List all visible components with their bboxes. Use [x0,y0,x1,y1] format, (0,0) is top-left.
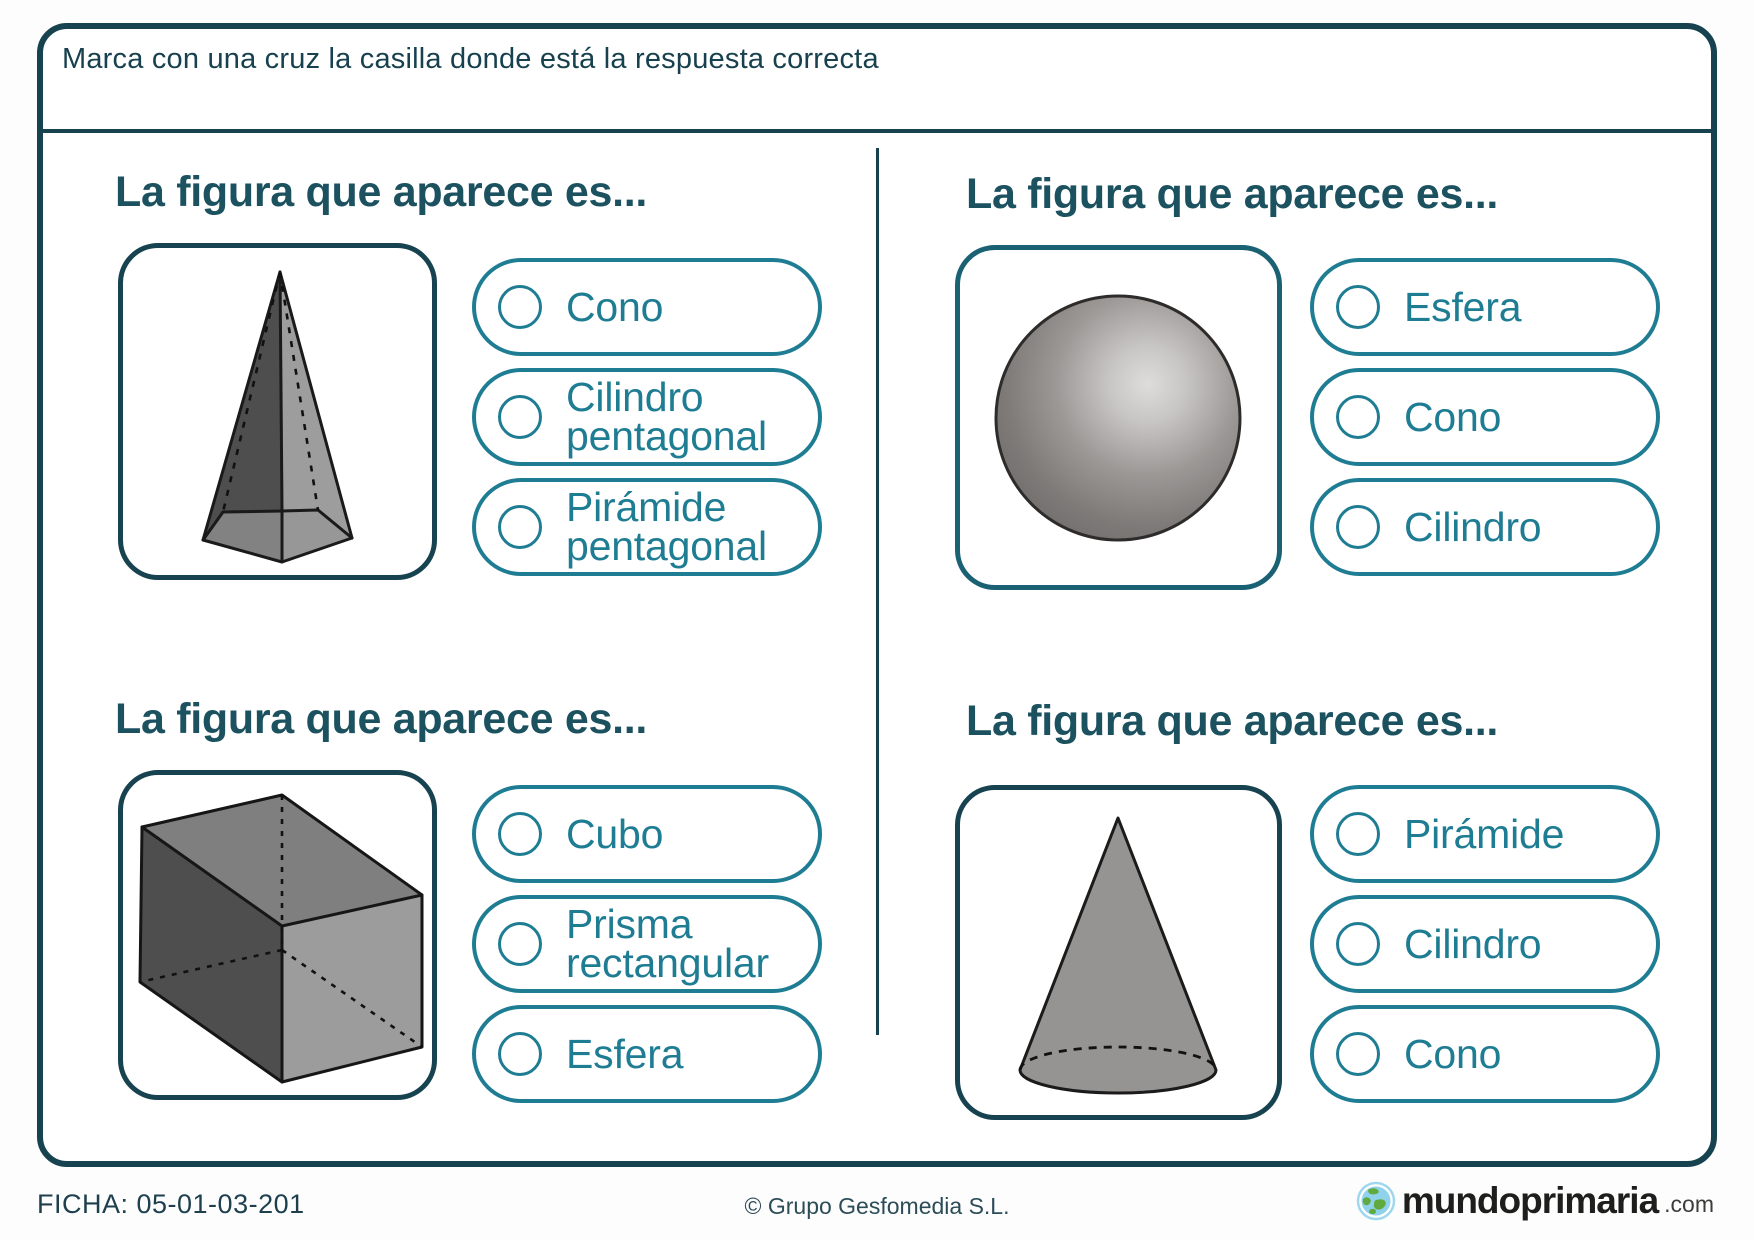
quadrant2-figure-box [955,245,1282,590]
answer-label: Cilindro [1404,503,1542,550]
answer-label: Esfera [566,1030,684,1077]
radio-circle[interactable] [498,922,542,966]
answer-pill[interactable]: Esfera [1310,258,1660,356]
answer-label: Cono [566,283,664,330]
radio-circle[interactable] [1336,505,1380,549]
answer-label: Esfera [1404,283,1522,330]
radio-circle[interactable] [498,812,542,856]
cone-figure [1018,816,1218,1095]
answer-pill[interactable]: Cono [1310,1005,1660,1103]
mundoprimaria-logo: mundoprimaria .com [1356,1180,1714,1222]
radio-circle[interactable] [498,1032,542,1076]
answer-label: Cono [1404,393,1502,440]
answer-pill[interactable]: Cono [1310,368,1660,466]
answer-label: Cilindro [1404,920,1542,967]
answer-pill[interactable]: Prisma rectangular [472,895,822,993]
instruction-text: Marca con una cruz la casilla donde está… [62,43,879,75]
answer-pill[interactable]: Cilindro [1310,895,1660,993]
brand-name: mundoprimaria [1401,1180,1659,1221]
quadrant1-title: La figura que aparece es... [115,168,648,216]
quadrant4-figure-box [955,785,1282,1120]
sphere-figure [994,294,1242,542]
answer-pill[interactable]: Cilindro pentagonal [472,368,822,466]
brand-tld: .com [1664,1191,1714,1217]
rectangular-prism-figure [138,793,424,1084]
vertical-divider [876,148,879,1035]
answer-pill[interactable]: Cono [472,258,822,356]
answer-label: Prisma rectangular [566,901,769,986]
answer-pill[interactable]: Cilindro [1310,478,1660,576]
radio-circle[interactable] [1336,812,1380,856]
answer-label: Cilindro pentagonal [566,374,767,459]
radio-circle[interactable] [498,395,542,439]
radio-circle[interactable] [1336,285,1380,329]
globe-icon [1356,1181,1396,1221]
quadrant2-title: La figura que aparece es... [966,170,1499,218]
quadrant3-figure-box [118,770,437,1100]
copyright-text: © Grupo Gesfomedia S.L. [744,1193,1010,1219]
answer-label: Cono [1404,1030,1502,1077]
answer-pill[interactable]: Pirámide pentagonal [472,478,822,576]
pentagonal-pyramid-figure [201,270,354,564]
ficha-code: FICHA: 05-01-03-201 [37,1189,305,1219]
answer-label: Cubo [566,810,664,857]
answer-pill[interactable]: Cubo [472,785,822,883]
answer-pill[interactable]: Esfera [472,1005,822,1103]
quadrant3-title: La figura que aparece es... [115,695,648,743]
answer-pill[interactable]: Pirámide [1310,785,1660,883]
quadrant4-title: La figura que aparece es... [966,697,1499,745]
radio-circle[interactable] [1336,1032,1380,1076]
answer-label: Pirámide pentagonal [566,484,767,569]
quadrant1-figure-box [118,243,437,580]
header-divider [41,129,1713,133]
radio-circle[interactable] [1336,395,1380,439]
answer-label: Pirámide [1404,810,1565,857]
radio-circle[interactable] [1336,922,1380,966]
radio-circle[interactable] [498,285,542,329]
radio-circle[interactable] [498,505,542,549]
